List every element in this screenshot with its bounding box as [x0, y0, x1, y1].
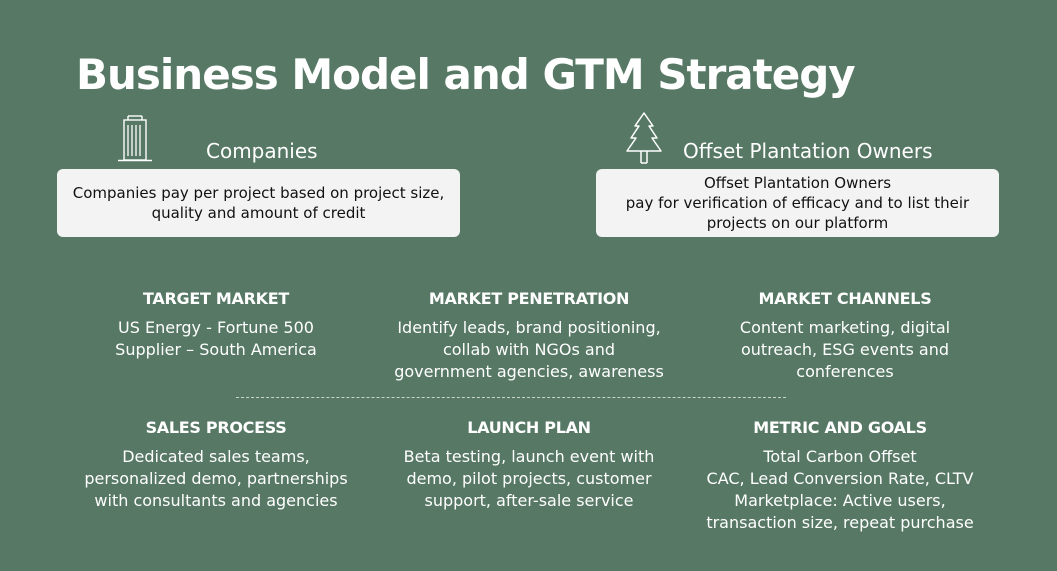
metric-goals-line: Marketplace: Active users,	[734, 491, 946, 510]
pine-tree-icon	[626, 112, 662, 164]
target-market-line: Supplier – South America	[115, 340, 317, 359]
office-building-icon	[118, 115, 152, 162]
companies-description-line: quality and amount of credit	[151, 204, 366, 222]
owners-description-line: Offset Plantation Owners	[703, 174, 892, 192]
launch-plan-line: demo, pilot projects, customer	[406, 469, 652, 488]
section-divider	[236, 397, 786, 398]
market-channels-section: MARKET CHANNELS Content marketing, digit…	[680, 289, 1010, 383]
market-penetration-heading: MARKET PENETRATION	[428, 289, 630, 308]
companies-description-box: Companies pay per project based on proje…	[57, 169, 460, 237]
sales-process-section: SALES PROCESS Dedicated sales teams, per…	[51, 418, 381, 512]
market-penetration-text: Identify leads, brand positioning, colla…	[364, 317, 694, 383]
companies-description-line: Companies pay per project based on proje…	[72, 184, 445, 202]
sales-process-line: with consultants and agencies	[94, 491, 338, 510]
target-market-text: US Energy - Fortune 500 Supplier – South…	[51, 317, 381, 361]
sales-process-heading: SALES PROCESS	[145, 418, 287, 437]
metric-goals-heading: METRIC AND GOALS	[753, 418, 927, 437]
market-penetration-line: Identify leads, brand positioning,	[397, 318, 661, 337]
target-market-section: TARGET MARKET US Energy - Fortune 500 Su…	[51, 289, 381, 361]
launch-plan-section: LAUNCH PLAN Beta testing, launch event w…	[364, 418, 694, 512]
owners-description-line: pay for verification of efficacy and to …	[625, 194, 970, 212]
page-title: Business Model and GTM Strategy	[76, 50, 856, 99]
metric-goals-line: transaction size, repeat purchase	[706, 513, 974, 532]
launch-plan-text: Beta testing, launch event with demo, pi…	[364, 446, 694, 512]
launch-plan-line: Beta testing, launch event with	[403, 447, 655, 466]
market-penetration-line: government agencies, awareness	[394, 362, 664, 381]
target-market-heading: TARGET MARKET	[143, 289, 289, 308]
launch-plan-line: support, after-sale service	[424, 491, 634, 510]
sales-process-line: personalized demo, partnerships	[84, 469, 348, 488]
owners-description-box: Offset Plantation Owners pay for verific…	[596, 169, 999, 237]
sales-process-text: Dedicated sales teams, personalized demo…	[51, 446, 381, 512]
metric-goals-line: CAC, Lead Conversion Rate, CLTV	[706, 469, 974, 488]
launch-plan-heading: LAUNCH PLAN	[467, 418, 591, 437]
target-market-line: US Energy - Fortune 500	[118, 318, 314, 337]
metric-goals-section: METRIC AND GOALS Total Carbon Offset CAC…	[675, 418, 1005, 534]
market-channels-text: Content marketing, digital outreach, ESG…	[680, 317, 1010, 383]
owners-description-line: projects on our platform	[706, 214, 889, 232]
sales-process-line: Dedicated sales teams,	[122, 447, 310, 466]
market-channels-line: conferences	[796, 362, 894, 381]
metric-goals-line: Total Carbon Offset	[763, 447, 917, 466]
owners-heading: Offset Plantation Owners	[683, 139, 933, 163]
metric-goals-text: Total Carbon Offset CAC, Lead Conversion…	[675, 446, 1005, 534]
companies-heading: Companies	[206, 139, 318, 163]
market-penetration-line: collab with NGOs and	[442, 340, 616, 359]
market-channels-line: Content marketing, digital	[739, 318, 951, 337]
market-channels-heading: MARKET CHANNELS	[758, 289, 932, 308]
market-penetration-section: MARKET PENETRATION Identify leads, brand…	[364, 289, 694, 383]
market-channels-line: outreach, ESG events and	[740, 340, 950, 359]
